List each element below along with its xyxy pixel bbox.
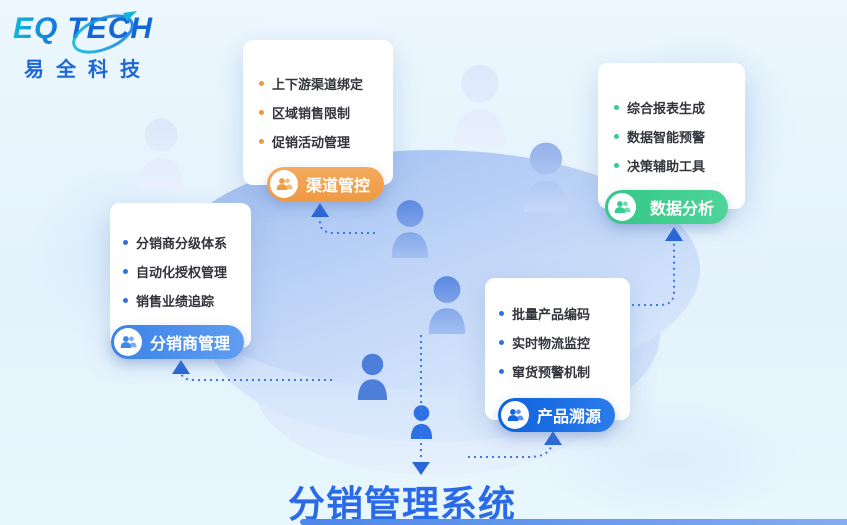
feature-item: 窜货预警机制 <box>499 362 630 381</box>
feature-item: 批量产品编码 <box>499 304 630 323</box>
feature-label: 区域销售限制 <box>272 106 351 121</box>
feature-item: 上下游渠道绑定 <box>259 74 393 93</box>
person-icon <box>138 118 184 190</box>
feature-label: 综合报表生成 <box>627 101 706 116</box>
bullet-icon <box>259 110 264 115</box>
channel-control-card: 上下游渠道绑定 区域销售限制 促销活动管理 <box>243 40 393 185</box>
feature-item: 销售业绩追踪 <box>123 291 251 310</box>
feature-item: 决策辅助工具 <box>614 156 745 175</box>
logo-text-tech: TECH <box>67 12 154 45</box>
person-icon <box>357 353 388 400</box>
page-title: 分销管理系统 <box>288 484 516 525</box>
feature-label: 分销商分级体系 <box>136 236 228 251</box>
bullet-icon <box>499 340 504 345</box>
people-icon <box>114 328 142 356</box>
feature-label: 决策辅助工具 <box>627 159 706 174</box>
feature-label: 批量产品编码 <box>512 307 591 322</box>
feature-item: 综合报表生成 <box>614 98 745 117</box>
feature-label: 窜货预警机制 <box>512 365 591 380</box>
dotted-connectors <box>180 215 675 461</box>
badge-label: 渠道管控 <box>306 178 371 195</box>
product-tracing-card: 批量产品编码 实时物流监控 窜货预警机制 <box>485 278 630 420</box>
bullet-icon <box>614 134 619 139</box>
feature-item: 区域销售限制 <box>259 103 393 122</box>
feature-label: 实时物流监控 <box>512 336 591 351</box>
feature-item: 数据智能预警 <box>614 127 745 146</box>
feature-item: 分销商分级体系 <box>123 233 251 252</box>
person-icon <box>428 276 466 334</box>
bullet-icon <box>614 105 619 110</box>
product-tracing-badge[interactable]: 产品溯源 <box>498 398 616 432</box>
bullet-icon <box>499 369 504 374</box>
feature-label: 销售业绩追踪 <box>136 294 215 309</box>
logo-text-eq: EQ <box>13 12 59 45</box>
data-analysis-card: 综合报表生成 数据智能预警 决策辅助工具 <box>598 63 745 209</box>
channel-control-badge[interactable]: 渠道管控 <box>267 167 385 201</box>
feature-label: 促销活动管理 <box>272 135 351 150</box>
person-icon <box>391 200 429 258</box>
bullet-icon <box>123 298 128 303</box>
feature-item: 实时物流监控 <box>499 333 630 352</box>
bullet-icon <box>123 269 128 274</box>
people-icon <box>270 170 298 198</box>
bullet-icon <box>499 311 504 316</box>
feature-item: 促销活动管理 <box>259 132 393 151</box>
badge-label: 产品溯源 <box>537 409 602 426</box>
logo-text-chinese: 易全科技 <box>24 59 152 81</box>
feature-label: 数据智能预警 <box>627 130 706 145</box>
person-icon <box>410 405 433 439</box>
feature-label: 自动化授权管理 <box>136 265 228 280</box>
bullet-icon <box>259 139 264 144</box>
badge-label: 数据分析 <box>650 201 715 218</box>
bullet-icon <box>123 240 128 245</box>
feature-item: 自动化授权管理 <box>123 262 251 281</box>
person-icon <box>454 65 506 146</box>
people-icon <box>608 193 636 221</box>
data-analysis-badge[interactable]: 数据分析 <box>605 190 729 224</box>
badge-label: 分销商管理 <box>150 336 231 353</box>
person-icon <box>524 142 568 212</box>
bullet-icon <box>259 81 264 86</box>
distributor-management-badge[interactable]: 分销商管理 <box>111 325 245 359</box>
bullet-icon <box>614 163 619 168</box>
feature-label: 上下游渠道绑定 <box>272 77 364 92</box>
bottom-accent-bar <box>300 519 847 525</box>
people-icon <box>501 401 529 429</box>
